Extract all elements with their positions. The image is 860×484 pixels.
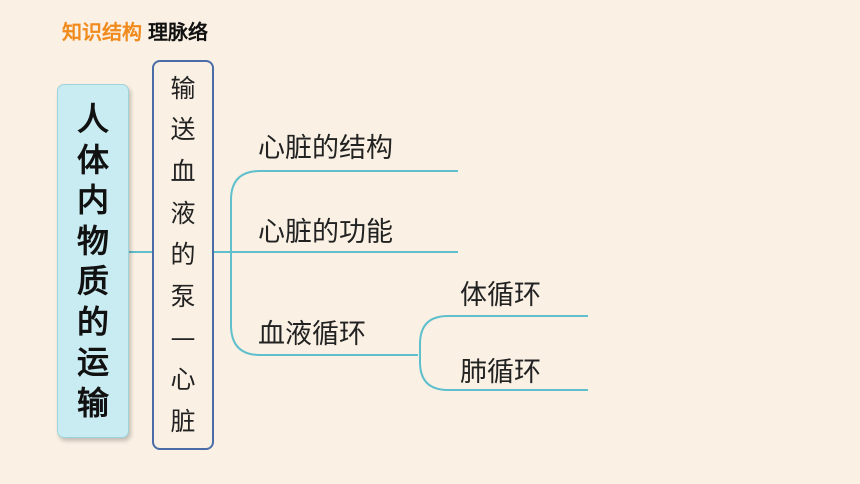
branch-heart-function: 心脏的功能	[258, 217, 393, 248]
header-title: 理脉络	[148, 20, 208, 44]
pump-char: 液	[170, 198, 196, 228]
branch-blood-circulation: 血液循环	[258, 319, 366, 350]
root-char: 体	[76, 140, 109, 179]
root-char: 内	[76, 181, 109, 219]
main-bracket	[230, 170, 458, 356]
pump-char: 泵	[170, 281, 196, 311]
root-char: 的	[76, 302, 109, 341]
pump-char: —	[170, 323, 196, 353]
branch-heart-structure: 心脏的结构	[258, 133, 393, 164]
pump-char: 送	[170, 115, 196, 145]
root-topic-box: 人 体 内 物 质 的 运 输	[57, 84, 129, 438]
branch-pulmonary-circulation: 肺循环	[460, 357, 541, 388]
root-char: 质	[76, 262, 109, 300]
pump-char: 心	[170, 364, 196, 394]
section-header: 知识结构理脉络	[62, 16, 208, 45]
pump-char: 脏	[170, 406, 196, 436]
pump-char: 血	[170, 157, 196, 187]
pump-char: 的	[170, 240, 196, 270]
circulation-bracket	[419, 315, 588, 391]
root-char: 运	[76, 343, 109, 381]
root-char: 人	[76, 100, 109, 138]
header-accent: 知识结构	[62, 20, 142, 44]
pump-topic-box: 输 送 血 液 的 泵 — 心 脏	[152, 60, 214, 450]
root-char: 物	[76, 221, 109, 260]
branch-systemic-circulation: 体循环	[460, 280, 541, 311]
root-char: 输	[76, 383, 109, 422]
pump-char: 输	[170, 73, 196, 103]
